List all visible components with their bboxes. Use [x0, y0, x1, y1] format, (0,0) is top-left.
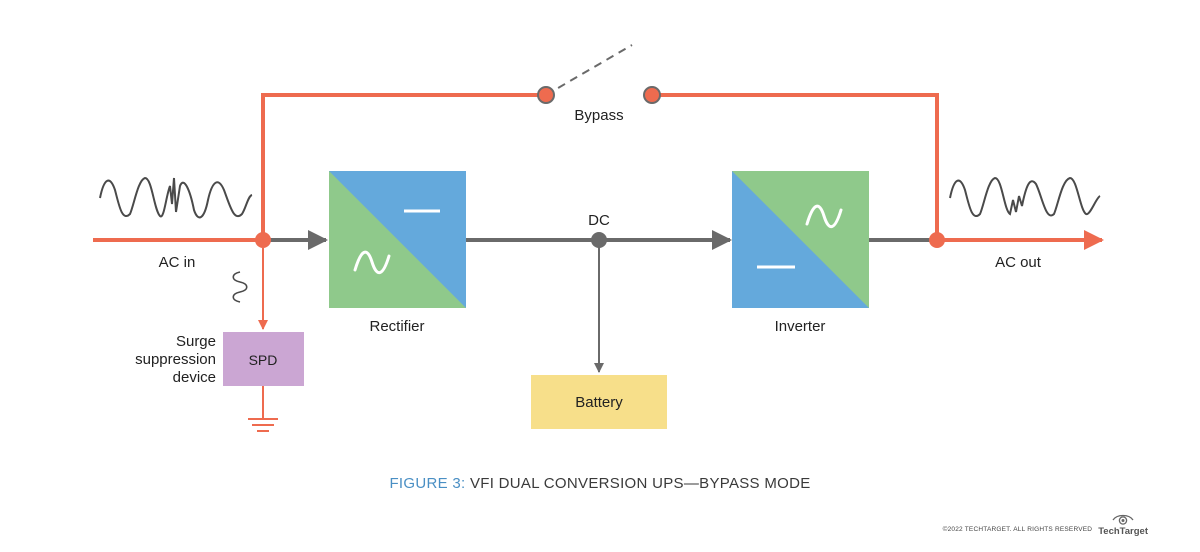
- surge-wave-icon: [232, 271, 248, 303]
- inverter-block: [732, 171, 869, 308]
- footer: ©2022 TECHTARGET. ALL RIGHTS RESERVED Te…: [943, 512, 1148, 537]
- brand-logo: TechTarget: [1098, 512, 1148, 537]
- input-waveform-icon: [99, 176, 253, 219]
- ground-icon: [248, 386, 278, 432]
- bypass-switch-contact-right: [643, 86, 661, 104]
- output-waveform-icon: [949, 176, 1101, 217]
- brand-name: TechTarget: [1098, 526, 1148, 537]
- dc-node: [591, 232, 607, 248]
- ac-symbol: [353, 250, 391, 274]
- bypass-switch-blade: [545, 44, 633, 96]
- surge-label-line3: device: [173, 369, 216, 386]
- bypass-switch-contact-left: [537, 86, 555, 104]
- bypass-line: [261, 93, 939, 240]
- figure-title: VFI DUAL CONVERSION UPS—BYPASS MODE: [469, 475, 811, 492]
- battery-block: [531, 375, 667, 429]
- bypass-label: Bypass: [574, 107, 623, 124]
- rectifier-label: Rectifier: [369, 318, 424, 335]
- surge-label-line1: Surge: [176, 333, 216, 350]
- input-junction-node: [255, 232, 271, 248]
- ac-out-label: AC out: [995, 254, 1042, 271]
- output-junction-node: [929, 232, 945, 248]
- copyright-text: ©2022 TECHTARGET. ALL RIGHTS RESERVED: [942, 526, 1093, 533]
- figure-caption: FIGURE 3: VFI DUAL CONVERSION UPS—BYPASS…: [0, 475, 1200, 492]
- battery-label: Battery: [575, 394, 623, 411]
- spd-block: [223, 332, 304, 386]
- ac-symbol: [805, 204, 843, 228]
- surge-label-line2: suppression: [135, 351, 216, 368]
- ac-in-label: AC in: [159, 254, 196, 271]
- spd-label: SPD: [249, 352, 278, 368]
- eye-logo-icon: [1112, 514, 1134, 525]
- inverter-label: Inverter: [775, 318, 826, 335]
- dc-label: DC: [588, 212, 610, 229]
- figure-number: FIGURE 3:: [389, 475, 466, 492]
- rectifier-block: [329, 171, 466, 308]
